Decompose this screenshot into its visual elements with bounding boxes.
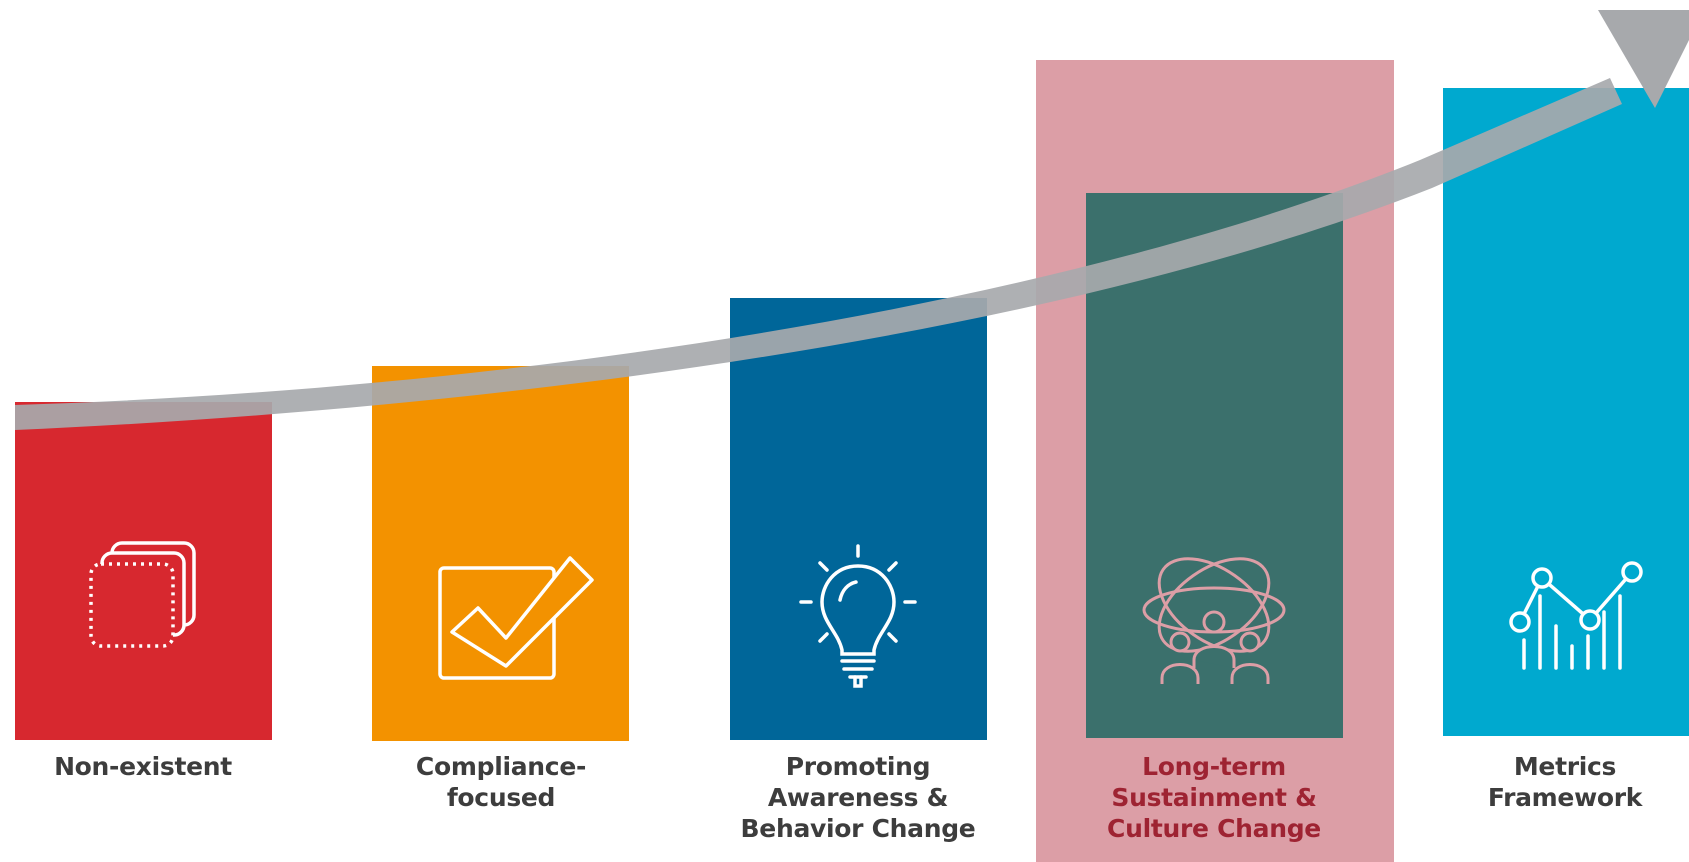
stage-label-sustainment-culture: Long-term Sustainment & Culture Change (1064, 751, 1364, 844)
bar-compliance-focused (372, 366, 629, 741)
stage-label-line: focused (446, 783, 556, 812)
stage-label-line: Promoting (785, 752, 931, 781)
stage-label-line: Long-term (1142, 752, 1286, 781)
stage-label-line: Metrics (1513, 752, 1617, 781)
checkbox-check-icon (438, 556, 594, 680)
stage-label-line: Behavior Change (740, 814, 976, 843)
stage-label-line: Sustainment & (1111, 783, 1317, 812)
stage-label-metrics-framework: Metrics Framework (1415, 751, 1689, 813)
lightbulb-icon (799, 544, 917, 688)
line-chart-icon (1509, 561, 1643, 670)
growth-arrow-head (1598, 10, 1689, 108)
stage-label-line: Awareness & (767, 783, 949, 812)
bar-awareness-behavior (730, 298, 987, 740)
stage-label-awareness-behavior: Promoting Awareness & Behavior Change (708, 751, 1008, 844)
people-orbit-icon (1142, 557, 1286, 684)
layers-dotted-icon (89, 541, 196, 648)
stage-label-line: Non-existent (54, 752, 232, 781)
stage-label-line: Culture Change (1107, 814, 1321, 843)
stage-label-line: Framework (1487, 783, 1643, 812)
stage-label-line: Compliance- (415, 752, 587, 781)
stage-label-non-existent: Non-existent (0, 751, 293, 782)
bar-metrics-framework (1443, 88, 1689, 736)
stage-label-compliance-focused: Compliance- focused (351, 751, 651, 813)
